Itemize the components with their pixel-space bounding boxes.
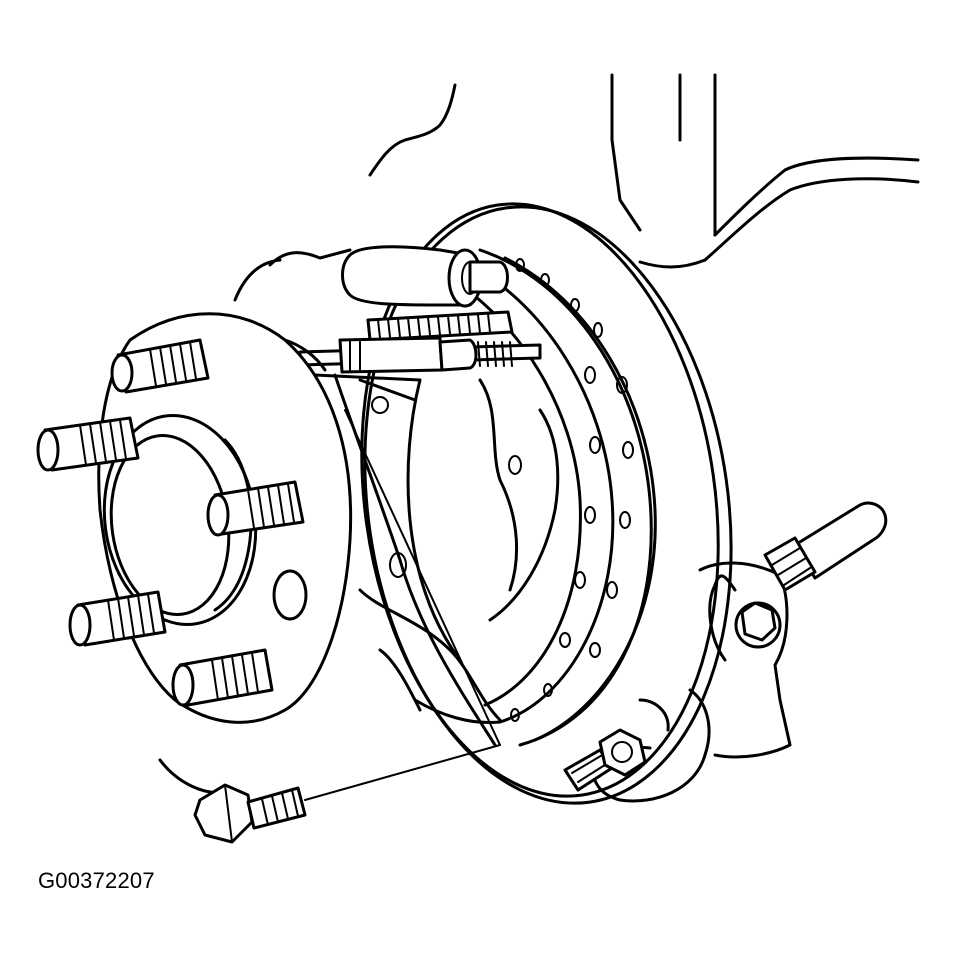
hub-mounting-bolt: [195, 410, 500, 842]
figure-id-label: G00372207: [38, 868, 155, 893]
wheel-cylinder: [343, 247, 508, 306]
return-spring-upper: [368, 312, 512, 340]
parking-brake-lever: [315, 375, 558, 745]
hub-stud-1: [112, 340, 208, 392]
hub-stud-4: [70, 592, 165, 645]
hub-stud-5: [173, 650, 272, 705]
backing-plate: [235, 181, 768, 828]
hub-studs: [38, 340, 303, 705]
vehicle-body-outline: [370, 75, 918, 267]
lower-knuckle-bolt: [565, 730, 645, 790]
hub-stud-3: [208, 482, 303, 535]
tie-rod: [710, 503, 886, 660]
adjuster-rod: [300, 338, 540, 372]
hub-stud-2: [38, 418, 138, 470]
